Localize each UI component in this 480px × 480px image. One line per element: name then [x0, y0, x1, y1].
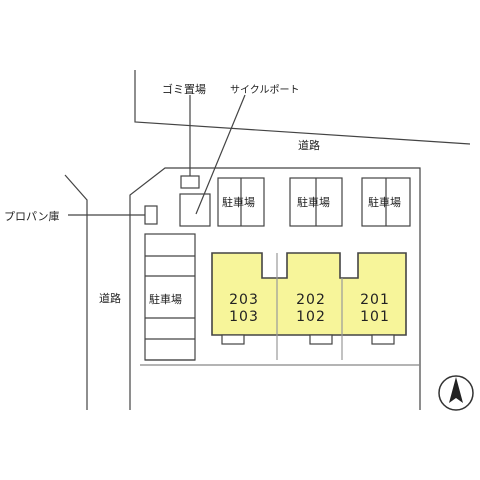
balcony-3 [371, 334, 395, 345]
label-propane: プロパン庫 [4, 210, 60, 223]
balcony-1 [221, 334, 245, 345]
unit-label-2: 202 102 [289, 292, 333, 326]
site-boundary [129, 167, 421, 410]
balcony-2 [309, 334, 333, 345]
propane-storage [144, 205, 158, 225]
unit-upper-number: 201 [360, 292, 390, 308]
leader-cycle [195, 94, 246, 215]
unit-upper-number: 203 [229, 292, 259, 308]
unit-lower-number: 102 [296, 309, 326, 325]
garbage-area [180, 175, 200, 189]
label-road-left: 道路 [99, 292, 121, 305]
label-parking-top-1: 駐車場 [222, 196, 255, 209]
road-edge-left [64, 174, 88, 410]
north-arrow-icon [438, 375, 474, 411]
label-garbage-area: ゴミ置場 [162, 83, 206, 96]
apartment-building [211, 252, 407, 336]
label-parking-left: 駐車場 [149, 293, 182, 306]
label-parking-top-2: 駐車場 [297, 196, 330, 209]
road-edge-top [134, 70, 471, 145]
label-parking-top-3: 駐車場 [368, 196, 401, 209]
cycle-port [179, 193, 211, 227]
unit-lower-number: 103 [229, 309, 259, 325]
unit-upper-number: 202 [296, 292, 326, 308]
label-road-top: 道路 [298, 139, 320, 152]
unit-label-3: 201 101 [353, 292, 397, 326]
unit-lower-number: 101 [360, 309, 390, 325]
unit-label-1: 203 103 [222, 292, 266, 326]
label-cycle-port: サイクルポート [230, 85, 300, 96]
